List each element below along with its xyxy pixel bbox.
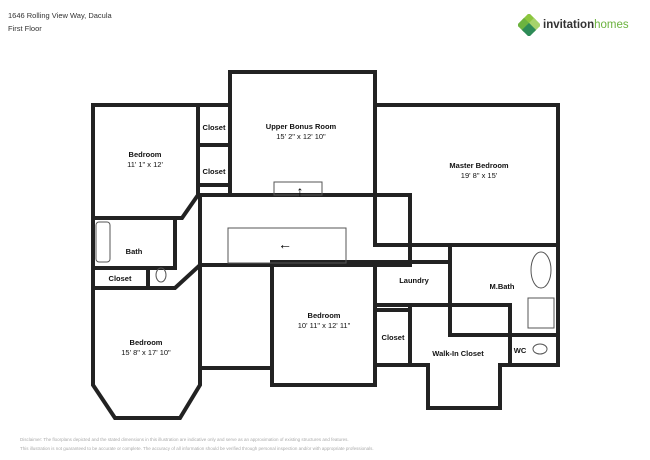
walls (91, 70, 560, 420)
room-dims: 11' 1" x 12' (127, 160, 163, 169)
logo: invitationhomes (518, 14, 629, 36)
room-dims: 15' 2" x 12' 10" (276, 132, 326, 141)
room-name: M.Bath (490, 282, 515, 291)
room-dims: 19' 8" x 15' (461, 171, 498, 180)
room-name: Bedroom (308, 311, 341, 320)
room-name: Walk-In Closet (432, 349, 484, 358)
room-name: Bath (126, 247, 143, 256)
room-dims: 10' 11" x 12' 11" (298, 321, 351, 330)
address: 1646 Rolling View Way, Dacula (8, 11, 112, 20)
room-name: Closet (109, 274, 132, 283)
wc-toilet (532, 343, 548, 355)
staircase (227, 227, 347, 264)
logo-text: invitationhomes (543, 19, 629, 31)
stair-landing (273, 181, 323, 196)
disclaimer-line-2: This illustration is not guaranteed to b… (20, 446, 374, 451)
master-tub (530, 251, 552, 289)
room-name: Laundry (399, 276, 429, 285)
room-name: Closet (203, 167, 226, 176)
room-labels: Upper Bonus Room 15' 2" x 12' 10" Master… (109, 122, 527, 358)
room-name: Bedroom (129, 150, 162, 159)
room-name: WC (514, 346, 527, 355)
fixtures: ↑ ← (95, 181, 555, 355)
bathtub (95, 221, 111, 263)
room-name: Upper Bonus Room (266, 122, 337, 131)
arrow-up-icon: ↑ (297, 183, 304, 199)
room-name: Closet (382, 333, 405, 342)
room-name: Bedroom (130, 338, 163, 347)
shower (527, 297, 555, 329)
room-name: Closet (203, 123, 226, 132)
room-dims: 15' 8" x 17' 10" (121, 348, 171, 357)
toilet (155, 267, 167, 283)
room-name: Master Bedroom (449, 161, 509, 170)
arrow-left-icon: ← (278, 236, 292, 252)
floor-label: First Floor (8, 24, 42, 33)
disclaimer-line-1: Disclaimer: The floorplans depicted and … (20, 437, 349, 442)
logo-icon (518, 14, 540, 36)
